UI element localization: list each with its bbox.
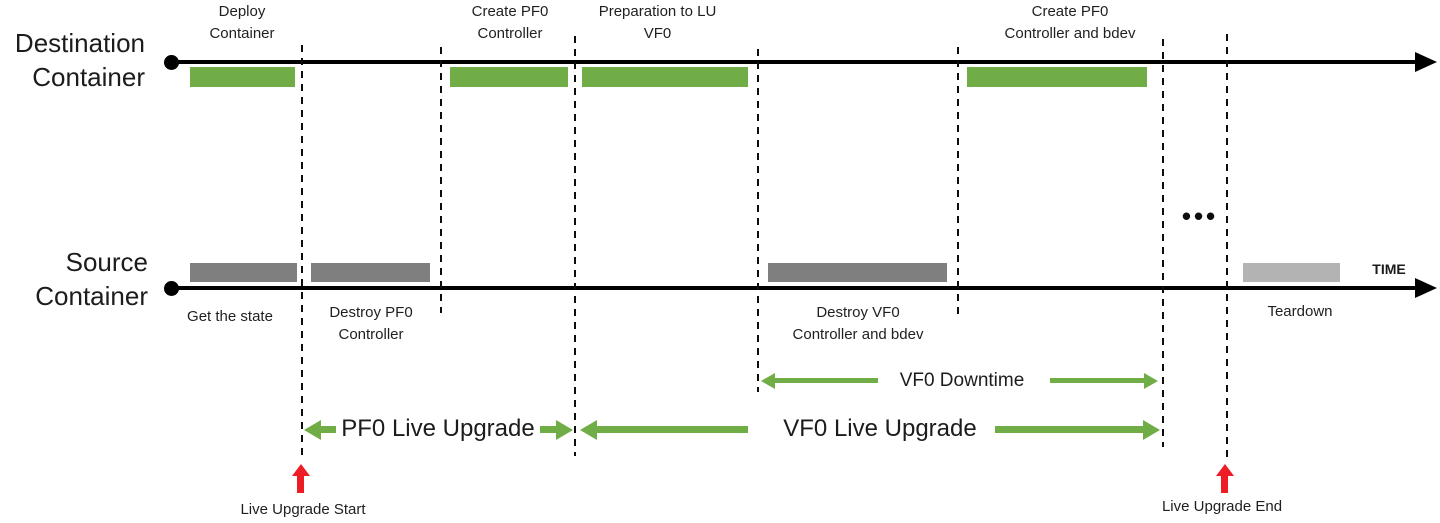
- arrow-left-icon: [597, 426, 748, 433]
- phase-divider: [957, 47, 959, 315]
- phase-label-get-the-state: Get the state: [187, 308, 273, 325]
- bar-get-the-state: [190, 263, 297, 282]
- red-up-arrow-icon: [1221, 476, 1228, 493]
- arrow-right-icon: [995, 426, 1143, 433]
- phase-label-deploy-container: Deploy Container: [209, 3, 275, 42]
- timeline-arrowhead-icon: [1415, 52, 1437, 72]
- bar-destroy-vf0-controller-bdev: [768, 263, 947, 282]
- bar-teardown: [1243, 263, 1340, 282]
- bar-create-pf0-controller: [450, 67, 568, 87]
- bar-create-pf0-controller-bdev: [967, 67, 1147, 87]
- phase-label-destroy-vf0-controller-bdev: Destroy VF0 Controller and bdev: [792, 304, 924, 343]
- phase-divider: [301, 45, 303, 456]
- phase-divider: [574, 36, 576, 456]
- timeline-arrowhead-icon: [1415, 278, 1437, 298]
- timeline-line: [170, 286, 1418, 290]
- phase-divider: [440, 47, 442, 313]
- marker-label-live-upgrade-start: Live Upgrade Start: [240, 501, 366, 518]
- phase-divider: [1162, 39, 1164, 447]
- phase-divider: [757, 49, 759, 392]
- phase-label-teardown: Teardown: [1267, 303, 1333, 320]
- bar-preparation-to-lu-vf0: [582, 67, 748, 87]
- destination-container-row-label: Destination Container: [14, 28, 145, 92]
- arrow-left-icon: [775, 378, 878, 383]
- time-axis-label: TIME: [1372, 261, 1406, 277]
- arrow-left-icon: [321, 426, 336, 433]
- bar-destroy-pf0-controller: [311, 263, 430, 282]
- arrow-right-icon: [540, 426, 556, 433]
- timeline-line: [170, 60, 1418, 64]
- phase-divider: [1226, 34, 1228, 462]
- marker-label-live-upgrade-end: Live Upgrade End: [1161, 498, 1283, 515]
- phase-label-destroy-pf0-controller: Destroy PF0 Controller: [329, 304, 413, 343]
- timeline-continuation-ellipsis: •••: [1181, 201, 1219, 231]
- phase-label-preparation-to-lu-vf0: Preparation to LU VF0: [598, 3, 717, 42]
- span-label-vf0-downtime: VF0 Downtime: [899, 370, 1025, 391]
- red-up-arrow-icon: [297, 476, 304, 493]
- span-label-vf0-live-upgrade: VF0 Live Upgrade: [783, 415, 977, 442]
- bar-deploy-container: [190, 67, 295, 87]
- span-label-pf0-live-upgrade: PF0 Live Upgrade: [341, 415, 535, 442]
- phase-label-create-pf0-controller: Create PF0 Controller: [471, 3, 549, 42]
- arrow-right-icon: [1050, 378, 1144, 383]
- source-container-row-label: Source Container: [35, 247, 148, 311]
- phase-label-create-pf0-controller-bdev: Create PF0 Controller and bdev: [1004, 3, 1136, 42]
